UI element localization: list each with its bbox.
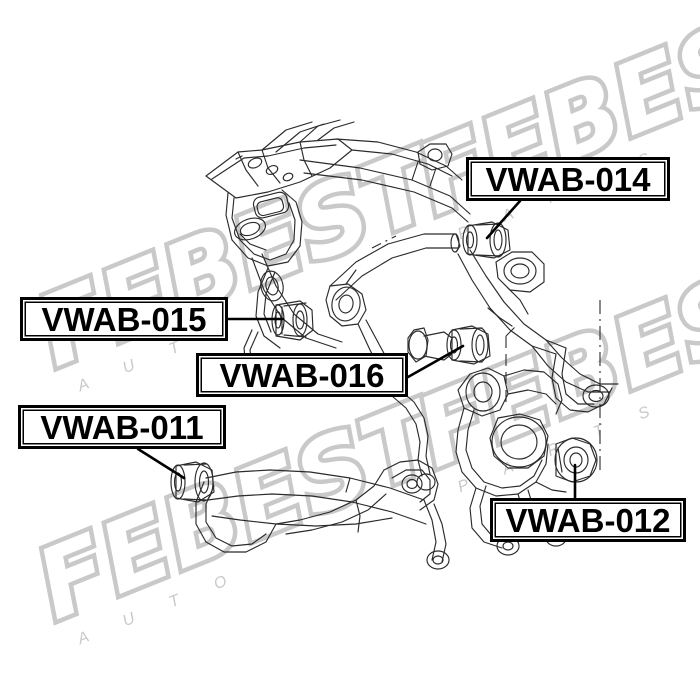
leader-line-vwab-011 [136, 447, 186, 480]
upper-trailing-link [299, 138, 471, 223]
leader-lines [136, 199, 577, 500]
bushing-vwab-011 [170, 461, 215, 503]
part-number-label-vwab-012[interactable]: VWAB-012 [490, 498, 686, 542]
part-number-text: VWAB-015 [41, 300, 207, 338]
bushing-vwab-016 [407, 325, 491, 365]
part-number-label-vwab-015[interactable]: VWAB-015 [20, 297, 228, 341]
part-number-text: VWAB-012 [505, 501, 671, 539]
part-number-label-vwab-016[interactable]: VWAB-016 [196, 353, 408, 397]
part-number-label-vwab-014[interactable]: VWAB-014 [466, 157, 670, 201]
upper-rods [261, 119, 355, 153]
construction-center-lines [371, 235, 601, 470]
rear-lower-control-arm [457, 249, 619, 413]
part-number-text: VWAB-016 [219, 356, 385, 394]
part-number-label-vwab-011[interactable]: VWAB-011 [18, 405, 226, 449]
part-number-text: VWAB-014 [485, 160, 651, 198]
stabilizer-links [345, 269, 436, 491]
leader-line-vwab-016 [406, 344, 465, 379]
leader-line-vwab-014 [485, 199, 522, 240]
bushing-vwab-014 [450, 221, 511, 259]
part-number-text: VWAB-011 [40, 408, 204, 446]
lower-control-arm-left [195, 459, 450, 570]
subframe-crossmember [205, 138, 353, 267]
